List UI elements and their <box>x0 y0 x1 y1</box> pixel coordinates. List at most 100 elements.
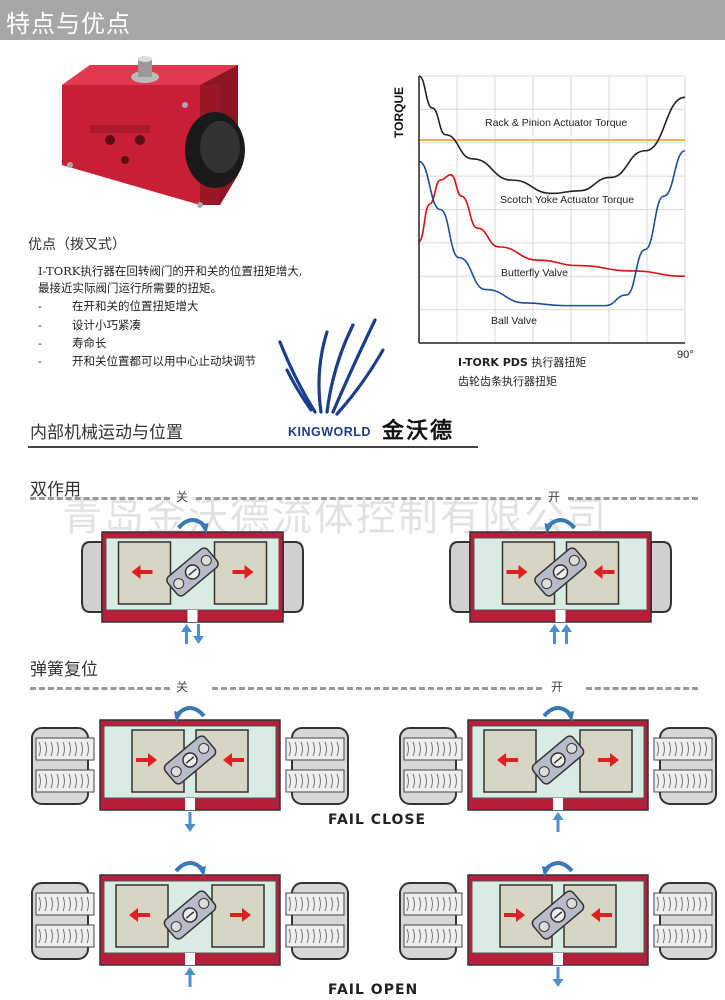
fail-open-open-diagram <box>399 861 717 987</box>
series-label-butterfly: Butterfly Valve <box>501 267 568 279</box>
spring-coils <box>656 773 707 789</box>
arrow-up-icon <box>549 624 560 644</box>
yoke-pin <box>173 578 185 590</box>
yoke <box>531 735 585 785</box>
yoke-pin <box>198 897 210 909</box>
divider-line <box>30 497 170 500</box>
spring-coils <box>288 896 339 912</box>
spring-return-open-label: 开 <box>551 680 564 694</box>
fail-close-open-diagram <box>399 706 717 832</box>
chart-caption-1: I-TORK PDS 执行器扭矩 <box>458 356 587 369</box>
arrow-left-icon <box>591 908 612 922</box>
spring-coils <box>406 928 457 944</box>
actuator-section <box>399 861 717 987</box>
chart-series <box>418 75 686 307</box>
spring-coils <box>38 741 89 757</box>
chart-caption-2: 齿轮齿条执行器扭矩 <box>458 375 557 388</box>
brand-name-cn: 金沃德 <box>382 418 455 444</box>
x-tick-90: 90° <box>677 349 694 361</box>
yoke-pin <box>568 554 580 566</box>
arrow-left-icon <box>497 753 518 767</box>
shaft-slot <box>188 568 197 576</box>
yoke <box>531 890 585 940</box>
header-bar <box>0 0 725 40</box>
shaft-slot <box>185 756 195 764</box>
air-port <box>553 953 563 965</box>
series-line-1 <box>418 75 686 195</box>
yoke <box>163 890 217 940</box>
spring-coils <box>406 741 457 757</box>
spring-coils <box>406 896 457 912</box>
divider-line <box>586 687 698 690</box>
rotation-arrowhead-icon <box>200 523 209 534</box>
end-cap <box>449 541 471 613</box>
spring-coils <box>406 773 457 789</box>
shaft-slot <box>556 568 565 576</box>
section-divider <box>28 446 478 448</box>
arrow-left-icon <box>223 753 244 767</box>
yoke-pin <box>538 766 550 778</box>
rotation-arrowhead-icon <box>198 866 206 877</box>
arrow-left-icon <box>129 908 150 922</box>
yoke-pin <box>198 742 210 754</box>
arrow-right-icon <box>506 565 528 579</box>
actuator-section <box>31 706 349 832</box>
double-acting-open-diagram <box>449 518 672 644</box>
yoke-pin <box>538 921 550 933</box>
actuator-section <box>449 518 672 644</box>
end-cap <box>81 541 103 613</box>
shaft-slot <box>553 756 563 764</box>
arrow-down-icon <box>552 967 564 987</box>
yoke-pin <box>541 578 553 590</box>
arrow-right-icon <box>232 565 254 579</box>
advantages-title: 优点（拨叉式） <box>28 237 126 253</box>
yoke-pin <box>566 897 578 909</box>
yoke <box>166 547 219 597</box>
chart-grid <box>419 75 686 343</box>
shaft-slot <box>553 911 563 919</box>
air-port <box>185 953 195 965</box>
series-label-scotch-yoke: Scotch Yoke Actuator Torque <box>500 194 634 206</box>
fail-open-label: FAIL OPEN <box>328 982 419 998</box>
shaft-slot <box>185 911 195 919</box>
series-line-3 <box>418 149 686 307</box>
brand-name-en: KINGWORLD <box>288 425 371 439</box>
spring-coils <box>38 896 89 912</box>
yoke-pin <box>170 921 182 933</box>
spring-coils <box>38 928 89 944</box>
yoke-pin <box>566 742 578 754</box>
arrow-up-icon <box>552 812 564 832</box>
series-line-2 <box>418 173 686 278</box>
advantages-desc-line-1: I-TORK执行器在回转阀门的开和关的位置扭矩增大, <box>38 264 303 278</box>
arrow-up-icon <box>181 624 192 644</box>
divider-line <box>568 497 698 500</box>
arrow-right-icon <box>504 908 525 922</box>
air-port <box>553 798 563 810</box>
yoke-pin <box>170 766 182 778</box>
arrow-left-icon <box>593 565 615 579</box>
arrow-left-icon <box>131 565 153 579</box>
air-port <box>187 610 198 622</box>
rotation-arrowhead-icon <box>542 866 550 877</box>
spring-coils <box>288 773 339 789</box>
divider-line <box>30 687 170 690</box>
divider-line <box>196 497 541 500</box>
arrow-right-icon <box>136 753 157 767</box>
end-cap <box>650 541 672 613</box>
series-label-ball-valve: Ball Valve <box>491 315 537 327</box>
internal-section-title: 内部机械运动与位置 <box>30 423 183 443</box>
arrow-right-icon <box>230 908 251 922</box>
arrow-down-icon <box>184 812 196 832</box>
spring-coils <box>38 773 89 789</box>
actuator-product-image <box>62 56 245 208</box>
double-acting-title: 双作用 <box>30 480 81 500</box>
rotation-arrowhead-icon <box>544 523 553 534</box>
advantages-bullet: -开和关位置都可以用中心止动块调节 <box>38 354 256 368</box>
spring-coils <box>288 741 339 757</box>
air-port <box>555 610 566 622</box>
divider-line <box>212 687 542 690</box>
spring-return-close-label: 关 <box>176 680 189 694</box>
yoke <box>534 547 587 597</box>
yoke <box>163 735 217 785</box>
page-title: 特点与优点 <box>6 10 131 38</box>
